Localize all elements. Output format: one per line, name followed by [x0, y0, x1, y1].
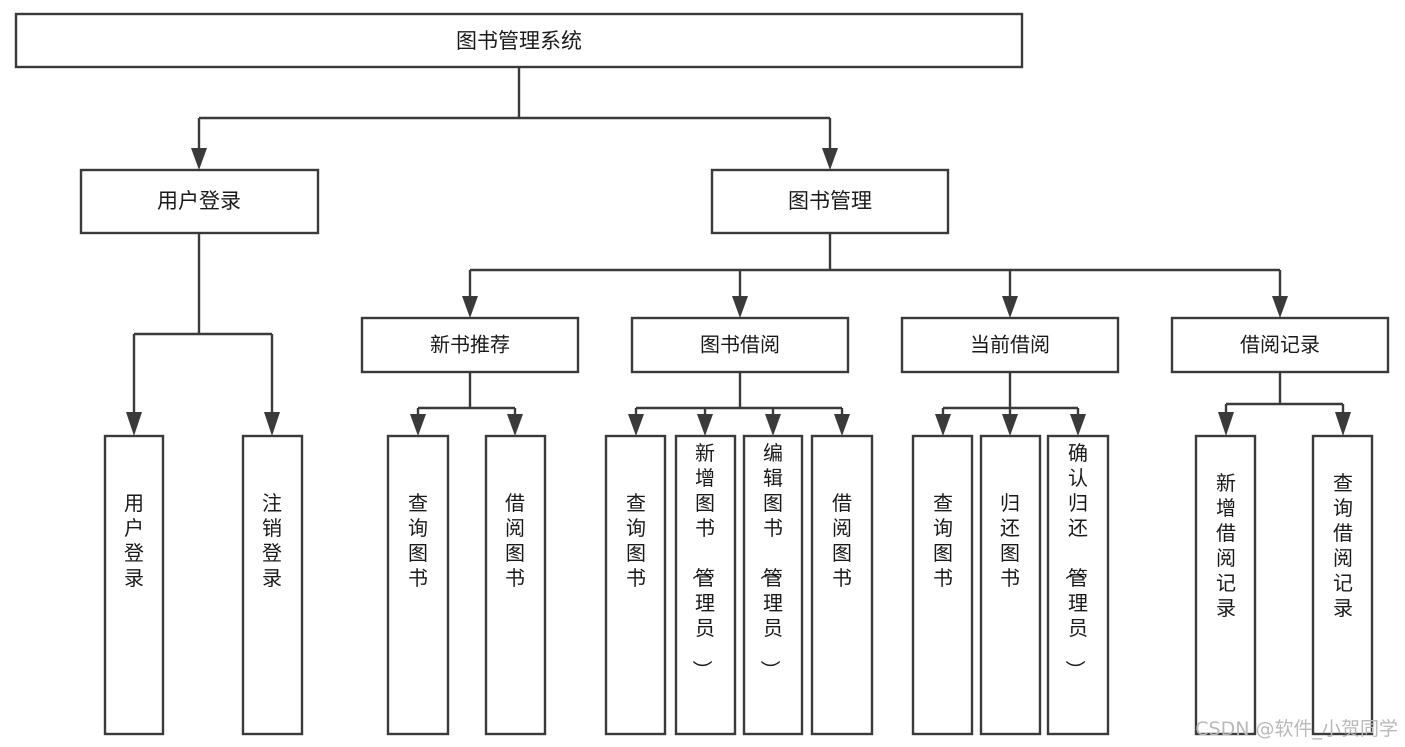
node-leaf-query-book-3-label: 查询图书: [933, 491, 953, 590]
node-current-borrow-box[interactable]: [900, 316, 1120, 374]
node-leaf-add-book-label: 新增图书（管理员）: [690, 441, 715, 680]
node-book-manage-label: 图书管理: [788, 189, 872, 213]
arrow-to-leaf-logout: [264, 412, 280, 436]
arrow-to-leaf-return-book: [1002, 414, 1018, 436]
node-leaf-edit-book[interactable]: 编辑图书（管理员）: [742, 434, 804, 736]
node-borrow-record-box[interactable]: [1170, 316, 1390, 374]
node-leaf-borrow-book-1-label: 借阅图书: [505, 491, 525, 590]
connector-group-new-book-rec: [410, 372, 523, 436]
node-book-borrow-label: 图书借阅: [700, 333, 780, 357]
node-leaf-query-book-1-box[interactable]: [386, 434, 450, 736]
node-leaf-confirm-return-label: 确认归还（管理员）: [1063, 441, 1088, 680]
node-leaf-add-record[interactable]: 新增借阅记录: [1194, 434, 1257, 736]
connector-group-root: [191, 67, 838, 170]
node-leaf-query-record[interactable]: 查询借阅记录: [1311, 434, 1374, 736]
node-book-manage-box[interactable]: [710, 168, 950, 235]
node-book-borrow[interactable]: 图书借阅: [630, 316, 850, 374]
node-leaf-add-record-label: 新增借阅记录: [1216, 471, 1236, 620]
arrow-to-leaf-add-book: [697, 414, 713, 436]
arrow-to-leaf-query-book-1: [410, 414, 426, 436]
node-leaf-confirm-return[interactable]: 确认归还（管理员）: [1046, 434, 1110, 736]
node-leaf-query-book-2[interactable]: 查询图书: [604, 434, 667, 736]
arrow-to-leaf-query-book-3: [935, 414, 951, 436]
node-new-book-rec-label: 新书推荐: [430, 333, 510, 357]
node-leaf-logout[interactable]: 注销登录: [241, 434, 304, 736]
node-borrow-record-label: 借阅记录: [1240, 333, 1320, 357]
node-user-login-box[interactable]: [79, 168, 320, 235]
node-current-borrow-label: 当前借阅: [970, 333, 1050, 357]
arrow-to-leaf-add-record: [1218, 412, 1234, 436]
node-leaf-edit-book-label: 编辑图书（管理员）: [758, 441, 783, 680]
node-leaf-logout-label: 注销登录: [262, 491, 282, 590]
node-leaf-query-book-3-box[interactable]: [911, 434, 974, 736]
node-root-box[interactable]: [14, 12, 1024, 69]
node-leaf-confirm-return-box[interactable]: [1046, 434, 1110, 736]
node-leaf-borrow-book-1[interactable]: 借阅图书: [484, 434, 547, 736]
arrow-to-leaf-edit-book: [765, 414, 781, 436]
node-borrow-record[interactable]: 借阅记录: [1170, 316, 1390, 374]
arrow-root-to-userlogin: [191, 148, 207, 170]
connector-group-borrow-record: [1218, 372, 1351, 436]
node-leaf-return-book-box[interactable]: [979, 434, 1042, 736]
node-leaf-query-book-1-label: 查询图书: [408, 491, 428, 590]
node-book-manage[interactable]: 图书管理: [710, 168, 950, 235]
node-root-label: 图书管理系统: [456, 29, 582, 53]
node-current-borrow[interactable]: 当前借阅: [900, 316, 1120, 374]
node-leaf-logout-box[interactable]: [241, 434, 304, 736]
arrow-to-borrow-record: [1272, 296, 1288, 318]
connector-group-userlogin: [126, 233, 280, 436]
arrow-to-leaf-query-record: [1335, 412, 1351, 436]
node-leaf-return-book-label: 归还图书: [1000, 491, 1020, 590]
node-new-book-rec[interactable]: 新书推荐: [360, 316, 580, 374]
arrow-to-leaf-borrow-book-2: [834, 414, 850, 436]
connector-group-book-borrow: [628, 372, 850, 436]
arrow-to-book-borrow: [732, 296, 748, 318]
arrow-to-new-book-rec: [462, 296, 478, 318]
csdn-watermark: CSDN @软件_小贺同学: [1195, 718, 1398, 740]
node-user-login-label: 用户登录: [157, 189, 241, 213]
node-new-book-rec-box[interactable]: [360, 316, 580, 374]
node-leaf-user-login-box[interactable]: [103, 434, 165, 736]
arrow-to-leaf-query-book-2: [628, 414, 644, 436]
node-book-borrow-box[interactable]: [630, 316, 850, 374]
node-leaf-user-login[interactable]: 用户登录: [103, 434, 165, 736]
node-leaf-edit-book-box[interactable]: [742, 434, 804, 736]
connector-group-current-borrow: [935, 372, 1086, 436]
node-leaf-user-login-label: 用户登录: [124, 491, 144, 590]
node-leaf-add-record-box[interactable]: [1194, 434, 1257, 736]
arrow-root-to-bookmanage: [822, 148, 838, 170]
node-leaf-borrow-book-2-label: 借阅图书: [832, 491, 852, 590]
node-leaf-query-book-3[interactable]: 查询图书: [911, 434, 974, 736]
node-leaf-query-book-2-label: 查询图书: [626, 491, 646, 590]
node-leaf-query-record-box[interactable]: [1311, 434, 1374, 736]
arrow-to-leaf-user-login: [126, 412, 142, 436]
node-leaf-borrow-book-2[interactable]: 借阅图书: [810, 434, 874, 736]
node-root[interactable]: 图书管理系统: [14, 12, 1024, 69]
node-leaf-borrow-book-2-box[interactable]: [810, 434, 874, 736]
node-leaf-return-book[interactable]: 归还图书: [979, 434, 1042, 736]
connector-group-bookmanage: [462, 233, 1288, 318]
node-leaf-query-record-label: 查询借阅记录: [1333, 471, 1353, 620]
arrow-to-leaf-confirm-return: [1070, 414, 1086, 436]
node-user-login[interactable]: 用户登录: [79, 168, 320, 235]
node-leaf-add-book[interactable]: 新增图书（管理员）: [674, 434, 737, 736]
arrow-to-current-borrow: [1002, 296, 1018, 318]
node-leaf-query-book-2-box[interactable]: [604, 434, 667, 736]
node-leaf-query-book-1[interactable]: 查询图书: [386, 434, 450, 736]
arrow-to-leaf-borrow-book-1: [507, 414, 523, 436]
node-leaf-borrow-book-1-box[interactable]: [484, 434, 547, 736]
node-leaf-add-book-box[interactable]: [674, 434, 737, 736]
